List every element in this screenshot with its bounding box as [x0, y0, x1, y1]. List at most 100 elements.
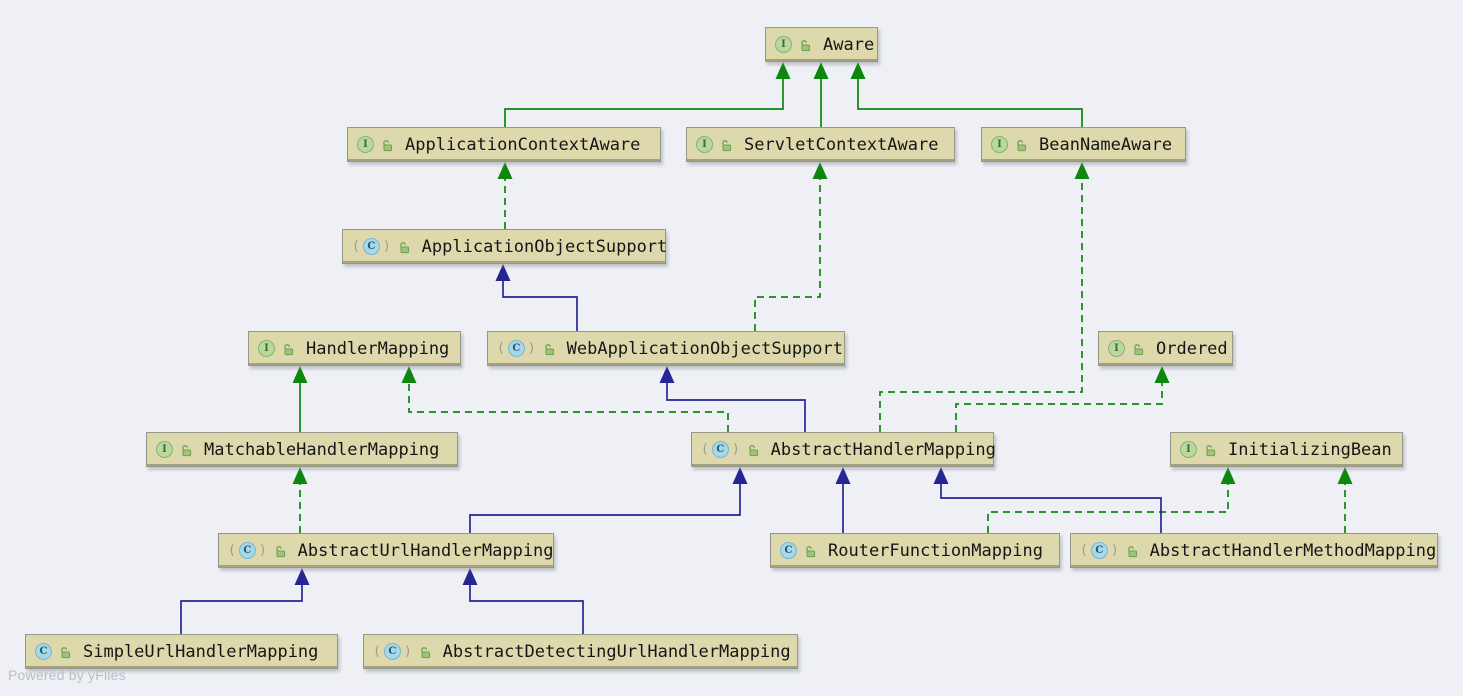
abstract-paren-left: ( [701, 442, 709, 457]
public-lock-icon [1131, 342, 1145, 356]
public-lock-icon [1203, 443, 1217, 457]
arrowhead [1220, 467, 1236, 484]
arrowhead [812, 162, 828, 179]
node-router-function-mapping[interactable]: C RouterFunctionMapping [770, 533, 1060, 568]
edge-abstract-handler-mapping-to-web-application-object-support-extends-class [659, 366, 806, 432]
edge-simple-url-handler-mapping-to-abstract-url-handler-mapping-extends-class [180, 568, 310, 634]
interface-icon: I [775, 36, 812, 53]
interface-letter-icon: I [775, 36, 792, 53]
node-abstract-detecting-url-handler-mapping[interactable]: (C) AbstractDetectingUrlHandlerMapping [363, 634, 798, 669]
interface-icon: I [991, 136, 1028, 153]
public-lock-icon [1125, 544, 1139, 558]
edge-router-function-mapping-to-abstract-handler-mapping-extends-class [835, 467, 851, 533]
node-label: ApplicationContextAware [405, 134, 641, 155]
interface-icon: I [357, 136, 394, 153]
class-icon: C [35, 643, 72, 660]
class-letter-icon: C [35, 643, 52, 660]
node-abstract-url-handler-mapping[interactable]: (C)AbstractUrlHandlerMapping [218, 533, 554, 568]
class-icon: C [780, 542, 817, 559]
node-simple-url-handler-mapping[interactable]: C SimpleUrlHandlerMapping [25, 634, 338, 669]
edge-abstract-handler-method-mapping-to-abstract-handler-mapping-extends-class [933, 467, 1162, 533]
arrowhead [497, 162, 513, 179]
node-label: SimpleUrlHandlerMapping [83, 641, 319, 662]
edge-abstract-handler-mapping-to-handler-mapping-implements [401, 366, 729, 432]
public-lock-icon [380, 138, 394, 152]
public-lock-icon [281, 342, 295, 356]
public-lock-icon [803, 544, 817, 558]
abstract-class-icon: (C) [1080, 542, 1139, 559]
node-handler-mapping[interactable]: I HandlerMapping [248, 331, 461, 366]
edge-abstract-handler-mapping-to-bean-name-aware-implements [879, 162, 1090, 432]
arrowhead [850, 62, 866, 79]
public-lock-icon [719, 138, 733, 152]
node-label: ServletContextAware [744, 134, 939, 155]
edge-application-context-aware-to-aware-extends-interface [504, 62, 791, 127]
interface-icon: I [1108, 340, 1145, 357]
node-ordered[interactable]: I Ordered [1098, 331, 1233, 366]
abstract-paren-right: ) [527, 341, 536, 356]
node-web-application-object-support[interactable]: (C) WebApplicationObjectSupport [487, 331, 845, 366]
node-label: RouterFunctionMapping [828, 540, 1043, 561]
interface-letter-icon: I [1180, 441, 1197, 458]
node-label: ApplicationObjectSupport [421, 236, 668, 257]
node-application-context-aware[interactable]: I ApplicationContextAware [347, 127, 661, 162]
abstract-paren-right: ) [382, 239, 391, 254]
arrowhead [1154, 366, 1170, 383]
class-letter-icon: C [238, 542, 256, 559]
abstract-paren-left: ( [228, 543, 236, 558]
node-label: WebApplicationObjectSupport [566, 338, 843, 359]
abstract-paren-right: ) [731, 442, 740, 457]
interface-letter-icon: I [1108, 340, 1125, 357]
interface-letter-icon: I [156, 441, 173, 458]
node-label: AbstractUrlHandlerMapping [297, 540, 554, 561]
class-letter-icon: C [362, 238, 380, 255]
edge-abstract-handler-method-mapping-to-initializing-bean-implements [1337, 467, 1353, 533]
arrowhead [732, 467, 748, 484]
public-lock-icon [397, 240, 411, 254]
edge-bean-name-aware-to-aware-extends-interface [850, 62, 1083, 127]
public-lock-icon [798, 38, 812, 52]
node-label: Ordered [1156, 338, 1228, 359]
abstract-paren-right: ) [1110, 543, 1119, 558]
edge-web-application-object-support-to-application-object-support-extends-class [495, 264, 578, 331]
arrowhead [933, 467, 949, 484]
edge-application-object-support-to-application-context-aware-implements [497, 162, 513, 229]
node-servlet-context-aware[interactable]: I ServletContextAware [686, 127, 955, 162]
edge-abstract-url-handler-mapping-to-abstract-handler-mapping-extends-class [469, 467, 748, 533]
node-abstract-handler-method-mapping[interactable]: (C) AbstractHandlerMethodMapping [1070, 533, 1438, 568]
arrowhead [659, 366, 675, 383]
abstract-paren-right: ) [403, 644, 412, 659]
abstract-paren-left: ( [352, 239, 360, 254]
abstract-class-icon: (C) [352, 238, 411, 255]
edge-servlet-context-aware-to-aware-extends-interface [813, 62, 829, 127]
node-label: HandlerMapping [306, 338, 450, 359]
arrowhead [775, 62, 791, 79]
edge-web-application-object-support-to-servlet-context-aware-implements [754, 162, 828, 331]
node-abstract-handler-mapping[interactable]: (C)AbstractHandlerMapping [691, 432, 996, 467]
edge-abstract-url-handler-mapping-to-matchable-handler-mapping-implements [292, 467, 308, 533]
arrowhead [294, 568, 310, 585]
interface-icon: I [156, 441, 193, 458]
arrowhead [495, 264, 511, 281]
node-label: AbstractHandlerMethodMapping [1149, 540, 1437, 561]
interface-icon: I [1180, 441, 1217, 458]
node-application-object-support[interactable]: (C) ApplicationObjectSupport [342, 229, 668, 264]
public-lock-icon [1014, 138, 1028, 152]
interface-icon: I [696, 136, 733, 153]
abstract-paren-left: ( [497, 341, 505, 356]
interface-letter-icon: I [258, 340, 275, 357]
interface-letter-icon: I [991, 136, 1008, 153]
edge-router-function-mapping-to-initializing-bean-implements [987, 467, 1236, 533]
abstract-class-icon: (C) [497, 340, 556, 357]
public-lock-icon [273, 544, 287, 558]
abstract-paren-left: ( [373, 644, 381, 659]
abstract-class-icon: (C) [701, 441, 760, 458]
abstract-class-icon: (C) [373, 643, 432, 660]
public-lock-icon [542, 342, 556, 356]
node-label: AbstractDetectingUrlHandlerMapping [442, 641, 791, 662]
